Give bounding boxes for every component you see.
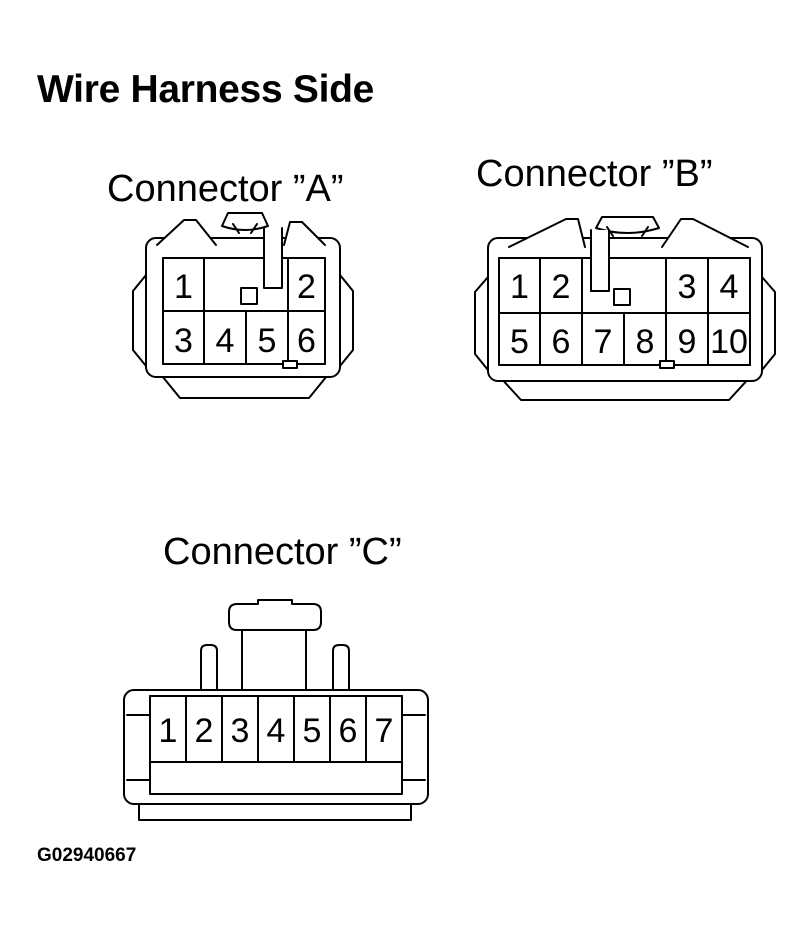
connector-b-bottom-notch bbox=[659, 360, 675, 369]
connector-c-right-post bbox=[332, 644, 350, 693]
connector-b-center-slot bbox=[590, 229, 610, 292]
connector-a-pin: 3 bbox=[174, 322, 193, 360]
connector-a-pin: 2 bbox=[297, 268, 316, 306]
diagram-title: Wire Harness Side bbox=[37, 68, 375, 111]
connector-c-pin: 3 bbox=[231, 712, 250, 750]
connector-a-right-ear bbox=[339, 274, 354, 367]
connector-a-pin-grid bbox=[162, 257, 326, 365]
connector-b-polarity-key bbox=[613, 288, 631, 306]
connector-a-lock-tab bbox=[221, 212, 269, 231]
connector-c-pin: 1 bbox=[159, 712, 178, 750]
connector-a-polarity-key bbox=[240, 287, 258, 305]
connector-b: 1 2 3 4 5 6 7 8 9 10 bbox=[474, 216, 776, 401]
connector-c-pin: 7 bbox=[375, 712, 394, 750]
connector-a-pin: 4 bbox=[216, 322, 235, 360]
connector-a-pin: 1 bbox=[174, 268, 193, 306]
connector-b-pin: 5 bbox=[510, 323, 529, 361]
connector-a-pin: 5 bbox=[258, 322, 277, 360]
connector-b-pin-grid bbox=[498, 257, 751, 366]
connector-b-pin: 1 bbox=[510, 268, 529, 306]
connector-c-label: Connector ”C” bbox=[163, 531, 402, 573]
figure-code: G02940667 bbox=[37, 845, 137, 866]
connector-b-pin: 6 bbox=[552, 323, 571, 361]
connector-a-left-ear bbox=[132, 274, 147, 367]
connector-a-right-latch bbox=[283, 221, 326, 246]
connector-b-pin: 9 bbox=[678, 323, 697, 361]
connector-a-bottom-notch bbox=[282, 360, 298, 369]
connector-c-pin: 4 bbox=[267, 712, 286, 750]
connector-c-lock-stem bbox=[241, 619, 307, 695]
connector-a-label: Connector ”A” bbox=[107, 168, 344, 210]
connector-c-pin: 2 bbox=[195, 712, 214, 750]
connector-b-pin: 7 bbox=[594, 323, 613, 361]
connector-c: 1 2 3 4 5 6 7 bbox=[123, 599, 429, 821]
connector-a-pin: 6 bbox=[297, 322, 316, 360]
connector-c-pin: 5 bbox=[303, 712, 322, 750]
connector-a: 1 2 3 4 5 6 bbox=[132, 212, 354, 399]
connector-c-left-post bbox=[200, 644, 218, 693]
connector-b-pin: 4 bbox=[720, 268, 739, 306]
connector-a-center-slot bbox=[263, 227, 283, 289]
connector-c-lock-tab bbox=[228, 599, 322, 631]
connector-b-right-ear bbox=[761, 276, 776, 371]
connector-b-label: Connector ”B” bbox=[476, 153, 713, 195]
connector-c-side-guides bbox=[126, 714, 426, 781]
connector-c-pin: 6 bbox=[339, 712, 358, 750]
connector-b-right-latch bbox=[661, 218, 749, 248]
connector-b-pin: 2 bbox=[552, 268, 571, 306]
connector-b-left-ear bbox=[474, 276, 489, 371]
connector-b-pin: 10 bbox=[710, 323, 748, 361]
connector-b-pin: 3 bbox=[678, 268, 697, 306]
connector-c-pin-grid bbox=[149, 695, 403, 763]
connector-b-pin: 8 bbox=[636, 323, 655, 361]
connector-a-left-latch bbox=[156, 219, 217, 246]
connector-b-left-latch bbox=[508, 218, 586, 248]
connector-a-lock-detail bbox=[232, 223, 258, 234]
